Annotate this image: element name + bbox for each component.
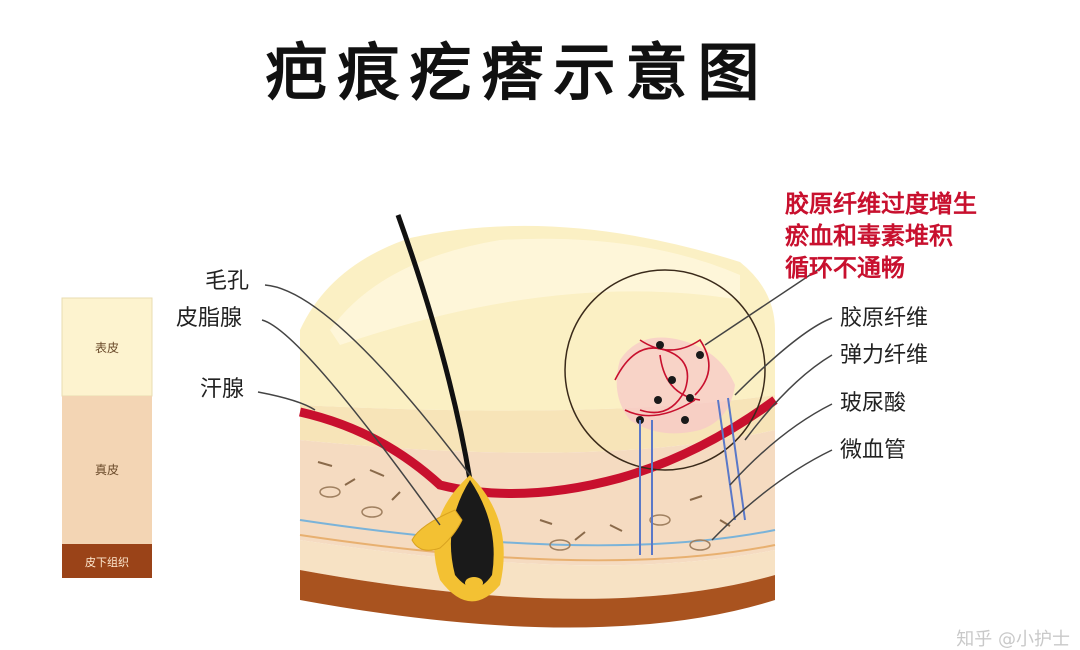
scar-region — [564, 269, 766, 555]
legend-dermis-block — [62, 396, 152, 544]
hair-shaft — [395, 214, 473, 481]
legend-subcutaneous-label: 皮下组织 — [85, 555, 129, 569]
tangled-vessel — [614, 347, 689, 414]
follicle-bulb — [450, 480, 494, 588]
fiber-mark — [689, 495, 703, 501]
scar-highlight-circle — [564, 269, 766, 471]
toxin-dot — [656, 341, 664, 349]
fiber-mark — [609, 524, 623, 532]
toxin-dot — [696, 351, 704, 359]
epidermis-highlight — [330, 238, 740, 345]
scar-duct-left — [639, 420, 653, 555]
hair-papilla — [465, 577, 483, 589]
toxin-dot — [668, 376, 676, 384]
subdermal-band — [300, 540, 775, 599]
fiber-mark — [369, 469, 385, 477]
label-elastic: 弹力纤维 — [840, 343, 928, 368]
leader-pore — [264, 284, 471, 476]
hair-follicle — [395, 214, 504, 602]
leader-elastic — [744, 354, 833, 441]
label-capillary: 微血管 — [840, 438, 906, 463]
fiber-marks — [317, 461, 731, 541]
watermark: 知乎 @小护士 — [956, 629, 1070, 650]
left-leader-lines — [257, 284, 471, 526]
label-hyaluronic: 玻尿酸 — [840, 391, 906, 416]
fascia-line-1 — [299, 519, 776, 547]
leader-capillary — [711, 449, 833, 541]
tangled-vessel — [624, 399, 696, 417]
page-title: 疤痕疙瘩示意图 — [265, 36, 770, 109]
cell-oval — [689, 539, 711, 551]
label-pore: 毛孔 — [205, 269, 249, 294]
sebaceous-gland — [411, 509, 463, 551]
skin-layer-legend: 表皮 真皮 皮下组织 — [61, 297, 153, 578]
leader-callout — [704, 264, 826, 346]
fiber-mark — [719, 519, 731, 527]
legend-epidermis-label: 表皮 — [95, 341, 119, 355]
toxin-dot — [681, 416, 689, 424]
fiber-mark — [574, 531, 586, 541]
subcutaneous-layer — [300, 570, 775, 628]
fiber-mark — [391, 491, 401, 501]
fiber-mark — [317, 461, 333, 467]
cell-oval — [549, 539, 571, 551]
fiber-mark — [344, 478, 356, 486]
cell-oval — [361, 506, 383, 518]
fiber-mark — [539, 519, 553, 525]
label-sebaceous: 皮脂腺 — [176, 306, 242, 331]
leader-hyaluronic — [729, 403, 833, 486]
callout-line-3: 循环不通畅 — [785, 254, 905, 282]
callout-line-2: 瘀血和毒素堆积 — [785, 222, 953, 250]
toxin-dot — [686, 394, 694, 402]
leader-collagen — [734, 317, 833, 396]
label-sweat-gland: 汗腺 — [200, 377, 244, 402]
legend-epidermis-block — [61, 297, 153, 397]
scar-duct-right — [717, 397, 746, 521]
label-collagen: 胶原纤维 — [840, 306, 928, 331]
leader-sweat — [257, 391, 316, 411]
fascia-line-2 — [299, 534, 776, 562]
legend-subcutaneous-block — [62, 544, 152, 578]
legend-dermis-label: 真皮 — [95, 463, 119, 477]
right-leader-lines — [704, 264, 833, 541]
cell-ovals — [319, 486, 711, 551]
cell-oval — [319, 486, 341, 498]
toxin-dot — [654, 396, 662, 404]
scar-collagen-mass — [616, 337, 735, 434]
callout-line-1: 胶原纤维过度增生 — [785, 190, 977, 218]
leader-sebaceous — [261, 319, 441, 526]
cell-oval — [649, 514, 671, 526]
